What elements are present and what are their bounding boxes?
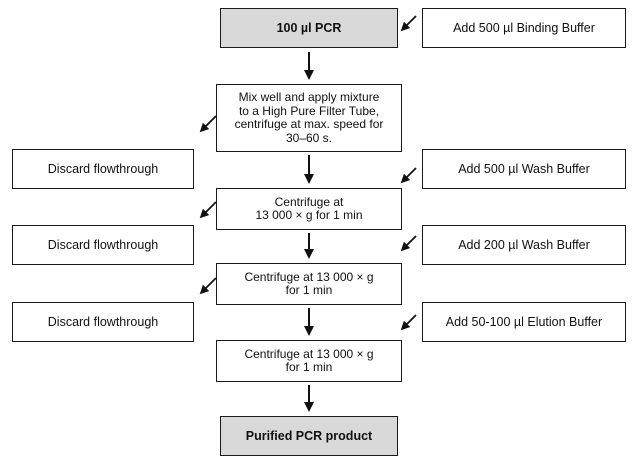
add-label-4: Add 50-100 µl Elution Buffer [445,315,603,329]
step-label-2: Centrifuge at 13 000 × g for 1 min [255,194,363,222]
add-box-2: Add 500 µl Wash Buffer [422,149,626,189]
discard-arrow-2 [199,201,217,219]
add-box-4: Add 50-100 µl Elution Buffer [422,302,626,342]
discard-box-3: Discard flowthrough [12,302,194,342]
add-arrow-3 [400,235,417,252]
discard-box-1: Discard flowthrough [12,149,194,189]
step-box-4: Centrifuge at 13 000 × g for 1 min [216,340,402,382]
step-label-3: Centrifuge at 13 000 × g for 1 min [244,269,374,297]
step-label-1: Mix well and apply mixture to a High Pur… [234,90,384,145]
discard-label-1: Discard flowthrough [47,162,159,176]
end-label: Purified PCR product [245,429,373,443]
discard-arrow-3 [199,277,217,295]
start-box: 100 µl PCR [220,8,398,48]
step-label-4: Centrifuge at 13 000 × g for 1 min [244,346,374,374]
step-box-1: Mix well and apply mixture to a High Pur… [216,84,402,152]
add-arrow-4 [400,314,417,331]
add-label-3: Add 200 µl Wash Buffer [458,238,590,252]
add-box-3: Add 200 µl Wash Buffer [422,225,626,265]
step-box-2: Centrifuge at 13 000 × g for 1 min [216,188,402,230]
add-box-1: Add 500 µl Binding Buffer [422,8,626,48]
step-box-3: Centrifuge at 13 000 × g for 1 min [216,263,402,305]
add-label-1: Add 500 µl Binding Buffer [453,21,595,35]
end-box: Purified PCR product [220,416,398,456]
add-arrow-1 [400,15,417,32]
add-label-2: Add 500 µl Wash Buffer [458,162,590,176]
start-label: 100 µl PCR [276,21,342,35]
discard-label-3: Discard flowthrough [47,315,159,329]
discard-arrow-1 [199,115,217,133]
discard-label-2: Discard flowthrough [47,238,159,252]
discard-box-2: Discard flowthrough [12,225,194,265]
add-arrow-2 [400,167,417,184]
